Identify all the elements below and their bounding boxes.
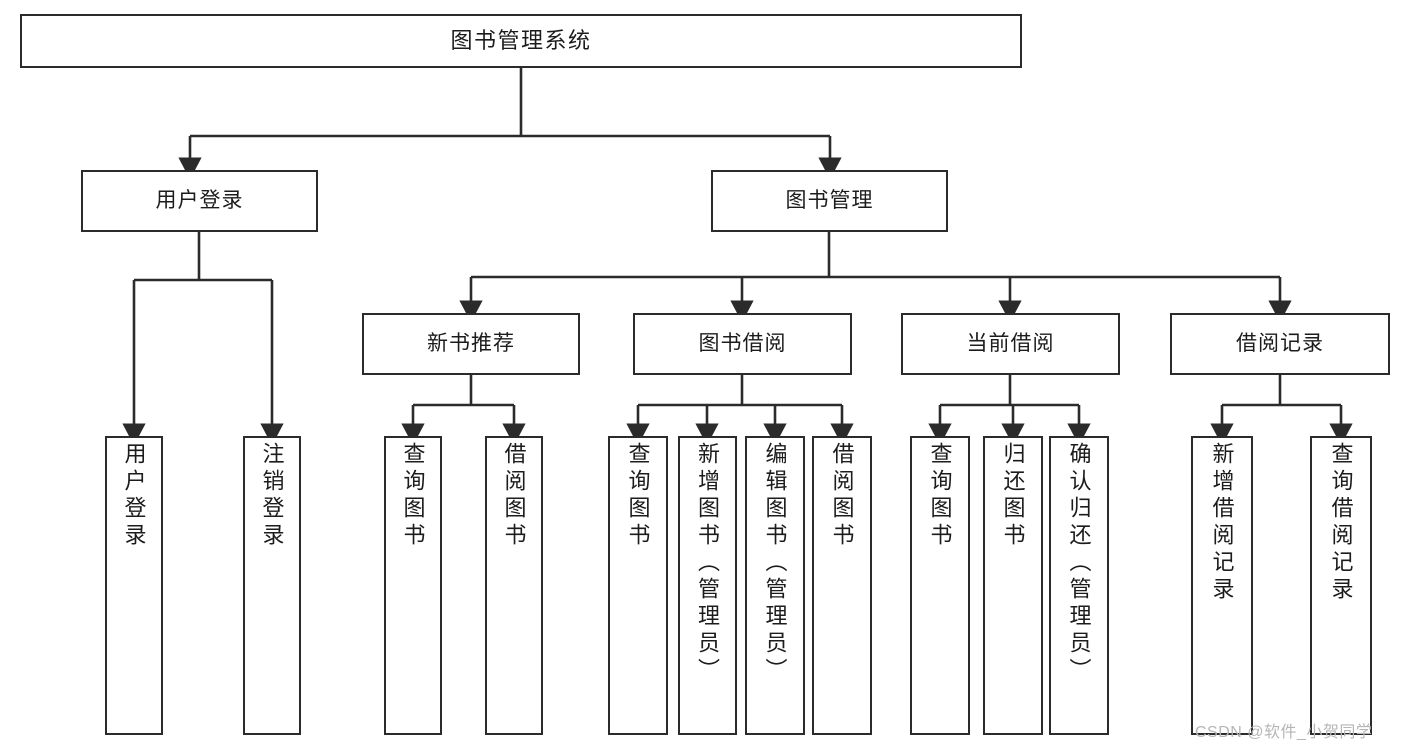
node-root-label: 图书管理系统 <box>450 28 592 54</box>
node-book-borrow[interactable]: 图书借阅 <box>633 313 852 375</box>
leaf-logout[interactable]: 注销登录 <box>243 436 301 735</box>
leaf-query-book-recommend-label: 查询图书 <box>400 442 426 550</box>
leaf-logout-label: 注销登录 <box>259 442 285 550</box>
leaf-add-borrow-record-label: 新增借阅记录 <box>1209 442 1235 604</box>
leaf-borrow-book-recommend[interactable]: 借阅图书 <box>485 436 543 735</box>
leaf-borrow-book[interactable]: 借阅图书 <box>812 436 872 735</box>
leaf-edit-book-admin[interactable]: 编辑图书（管理员） <box>745 436 805 735</box>
leaf-query-book-borrow-label: 查询图书 <box>625 442 651 550</box>
leaf-user-login-label: 用户登录 <box>121 442 147 550</box>
leaf-return-book-label: 归还图书 <box>1000 442 1026 550</box>
node-new-book-recommend[interactable]: 新书推荐 <box>362 313 580 375</box>
leaf-confirm-return-admin-label: 确认归还（管理员） <box>1066 442 1092 685</box>
node-book-borrow-label: 图书借阅 <box>698 331 787 355</box>
leaf-confirm-return-admin[interactable]: 确认归还（管理员） <box>1049 436 1109 735</box>
node-root[interactable]: 图书管理系统 <box>20 14 1022 68</box>
node-book-management[interactable]: 图书管理 <box>711 170 948 232</box>
leaf-query-book-current[interactable]: 查询图书 <box>910 436 970 735</box>
node-borrow-record-label: 借阅记录 <box>1236 331 1324 355</box>
leaf-user-login[interactable]: 用户登录 <box>105 436 163 735</box>
node-user-login[interactable]: 用户登录 <box>81 170 318 232</box>
node-user-login-label: 用户登录 <box>155 188 244 212</box>
leaf-return-book[interactable]: 归还图书 <box>983 436 1043 735</box>
node-new-book-recommend-label: 新书推荐 <box>427 331 515 355</box>
leaf-query-borrow-record[interactable]: 查询借阅记录 <box>1310 436 1372 735</box>
watermark: CSDN @软件_小贺同学 <box>1195 724 1373 741</box>
node-borrow-record[interactable]: 借阅记录 <box>1170 313 1390 375</box>
leaf-query-book-borrow[interactable]: 查询图书 <box>608 436 668 735</box>
leaf-query-book-current-label: 查询图书 <box>927 442 953 550</box>
node-current-borrow[interactable]: 当前借阅 <box>901 313 1120 375</box>
leaf-query-borrow-record-label: 查询借阅记录 <box>1328 442 1354 604</box>
leaf-add-book-admin-label: 新增图书（管理员） <box>695 442 721 685</box>
leaf-borrow-book-recommend-label: 借阅图书 <box>501 442 527 550</box>
node-current-borrow-label: 当前借阅 <box>966 331 1055 355</box>
leaf-query-book-recommend[interactable]: 查询图书 <box>384 436 442 735</box>
leaf-borrow-book-label: 借阅图书 <box>829 442 855 550</box>
node-book-management-label: 图书管理 <box>785 188 874 212</box>
leaf-edit-book-admin-label: 编辑图书（管理员） <box>762 442 788 685</box>
leaf-add-borrow-record[interactable]: 新增借阅记录 <box>1191 436 1253 735</box>
leaf-add-book-admin[interactable]: 新增图书（管理员） <box>678 436 737 735</box>
